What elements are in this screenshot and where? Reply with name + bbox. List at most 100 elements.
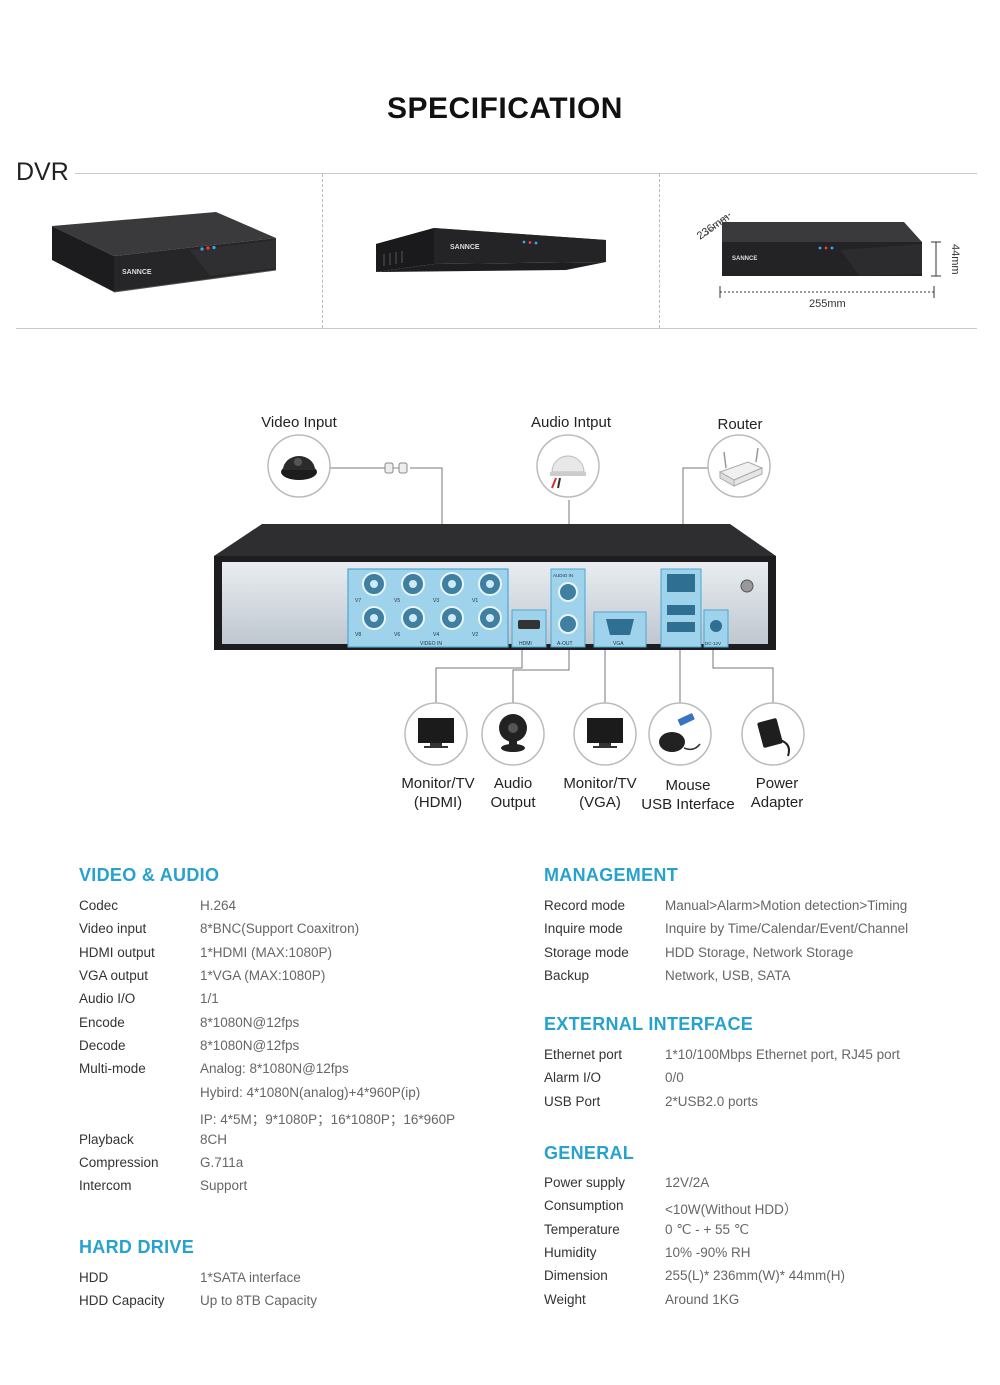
dc-label: DC-12V [705,641,721,646]
spec-key: Temperature [544,1221,620,1237]
dim-height-label: 44mm [949,244,961,275]
spec-row: Hybird: 4*1080N(analog)+4*960P(ip) [79,1085,519,1103]
microphone-icon [536,434,600,498]
spec-key: Humidity [544,1245,597,1261]
spec-row: HDD 1*SATA interface [79,1270,519,1288]
spec-key: Record mode [544,898,626,913]
spec-value: IP: 4*5M；9*1080P；16*1080P；16*960P [200,1112,456,1128]
lan-usb-port-block [660,568,702,648]
a-out-label: A-OUT [557,641,573,647]
gallery-divider-1 [322,174,323,328]
spec-value: 1*VGA (MAX:1080P) [200,968,326,984]
spec-value: 1/1 [200,991,219,1007]
ch-label-v2: V2 [472,632,478,638]
spec-value: 8*BNC(Support Coaxitron) [200,921,360,937]
dvr-brand-text-1: SANNCE [122,269,152,276]
spec-row: IP: 4*5M；9*1080P；16*1080P；16*960P [79,1108,519,1128]
spec-value: <10W(Without HDD） [665,1202,798,1218]
ch-label-v3: V3 [433,598,439,604]
spec-row: Record mode Manual>Alarm>Motion detection… [544,898,984,916]
spec-key: Intercom [79,1178,132,1194]
spec-value: 2*USB2.0 ports [665,1093,759,1109]
spec-key: Audio I/O [79,991,136,1007]
spec-key: Encode [79,1014,125,1030]
spec-key: Consumption [544,1198,624,1214]
speaker-icon [481,702,545,766]
audio-in-label: AUDIO IN [553,573,573,578]
bnc-cable-icon [384,462,408,474]
spec-value: 0 ℃ - + 55 ℃ [665,1221,749,1237]
spec-key: Alarm I/O [544,1070,602,1086]
power-adapter-icon [741,702,805,766]
ground-screw-icon [740,579,754,593]
heading-general: GENERAL [544,1143,635,1163]
ch-label-v8: V8 [355,632,361,638]
gallery-top-rule [75,173,977,174]
spec-key: Power supply [544,1175,626,1190]
spec-row: Audio I/O 1/1 [79,991,519,1009]
spec-row: Ethernet port 1*10/100Mbps Ethernet port,… [544,1047,984,1065]
spec-row: Backup Network, USB, SATA [544,968,984,986]
spec-row: Codec H.264 [79,898,519,916]
spec-row: USB Port 2*USB2.0 ports [544,1094,984,1112]
hdmi-port: HDMI [511,609,547,648]
dvr-photo-side-angle: SANNCE [376,228,606,272]
spec-key: Weight [544,1291,586,1307]
label-monitor-vga: Monitor/TV(VGA) [563,775,637,811]
spec-row: Weight Around 1KG [544,1292,984,1310]
spec-value: Analog: 8*1080N@12fps [200,1061,349,1077]
ch-label-v7: V7 [355,598,361,604]
monitor-vga-icon [573,702,637,766]
page-title: SPECIFICATION [387,92,623,125]
spec-row: Power supply 12V/2A [544,1175,984,1193]
spec-value: 1*10/100Mbps Ethernet port, RJ45 port [665,1047,900,1062]
dvr-brand-text-3: SANNCE [732,256,757,262]
ch-label-v1: V1 [472,598,478,604]
spec-value: 1*HDMI (MAX:1080P) [200,944,333,960]
monitor-hdmi-icon [404,702,468,766]
video-in-port-block: V7 V5 V3 V1 V8 V6 V4 V2 VIDEO IN [347,568,509,648]
dvr-photo-front-angle: SANNCE [52,212,277,293]
router-icon [707,434,771,498]
spec-key: Ethernet port [544,1047,623,1062]
spec-value: Around 1KG [665,1291,740,1307]
spec-key: Decode [79,1038,126,1054]
spec-key: Codec [79,898,119,913]
spec-key: HDD [79,1270,109,1285]
label-audio-input: Audio Intput [530,414,612,431]
audio-port-block: AUDIO IN A-OUT [550,568,586,648]
spec-key: Playback [79,1131,134,1147]
spec-value: 1*SATA interface [200,1270,301,1285]
spec-value: Inquire by Time/Calendar/Event/Channel [665,921,909,937]
vga-port: VGA [593,611,647,648]
spec-value: HDD Storage, Network Storage [665,944,854,960]
spec-key: USB Port [544,1093,601,1109]
spec-value: 12V/2A [665,1175,710,1190]
camera-icon [267,434,331,498]
dvr-section-label: DVR [16,158,69,186]
spec-value: Support [200,1178,248,1194]
spec-key: Storage mode [544,944,629,960]
heading-external-interface: EXTERNAL INTERFACE [544,1014,754,1034]
vga-label: VGA [613,641,624,647]
heading-video-audio: VIDEO & AUDIO [79,865,220,885]
spec-value: Network, USB, SATA [665,968,791,984]
spec-key: Backup [544,968,590,984]
spec-value: H.264 [200,898,237,913]
spec-value: Manual>Alarm>Motion detection>Timing [665,898,908,913]
spec-key: HDD Capacity [79,1293,165,1309]
